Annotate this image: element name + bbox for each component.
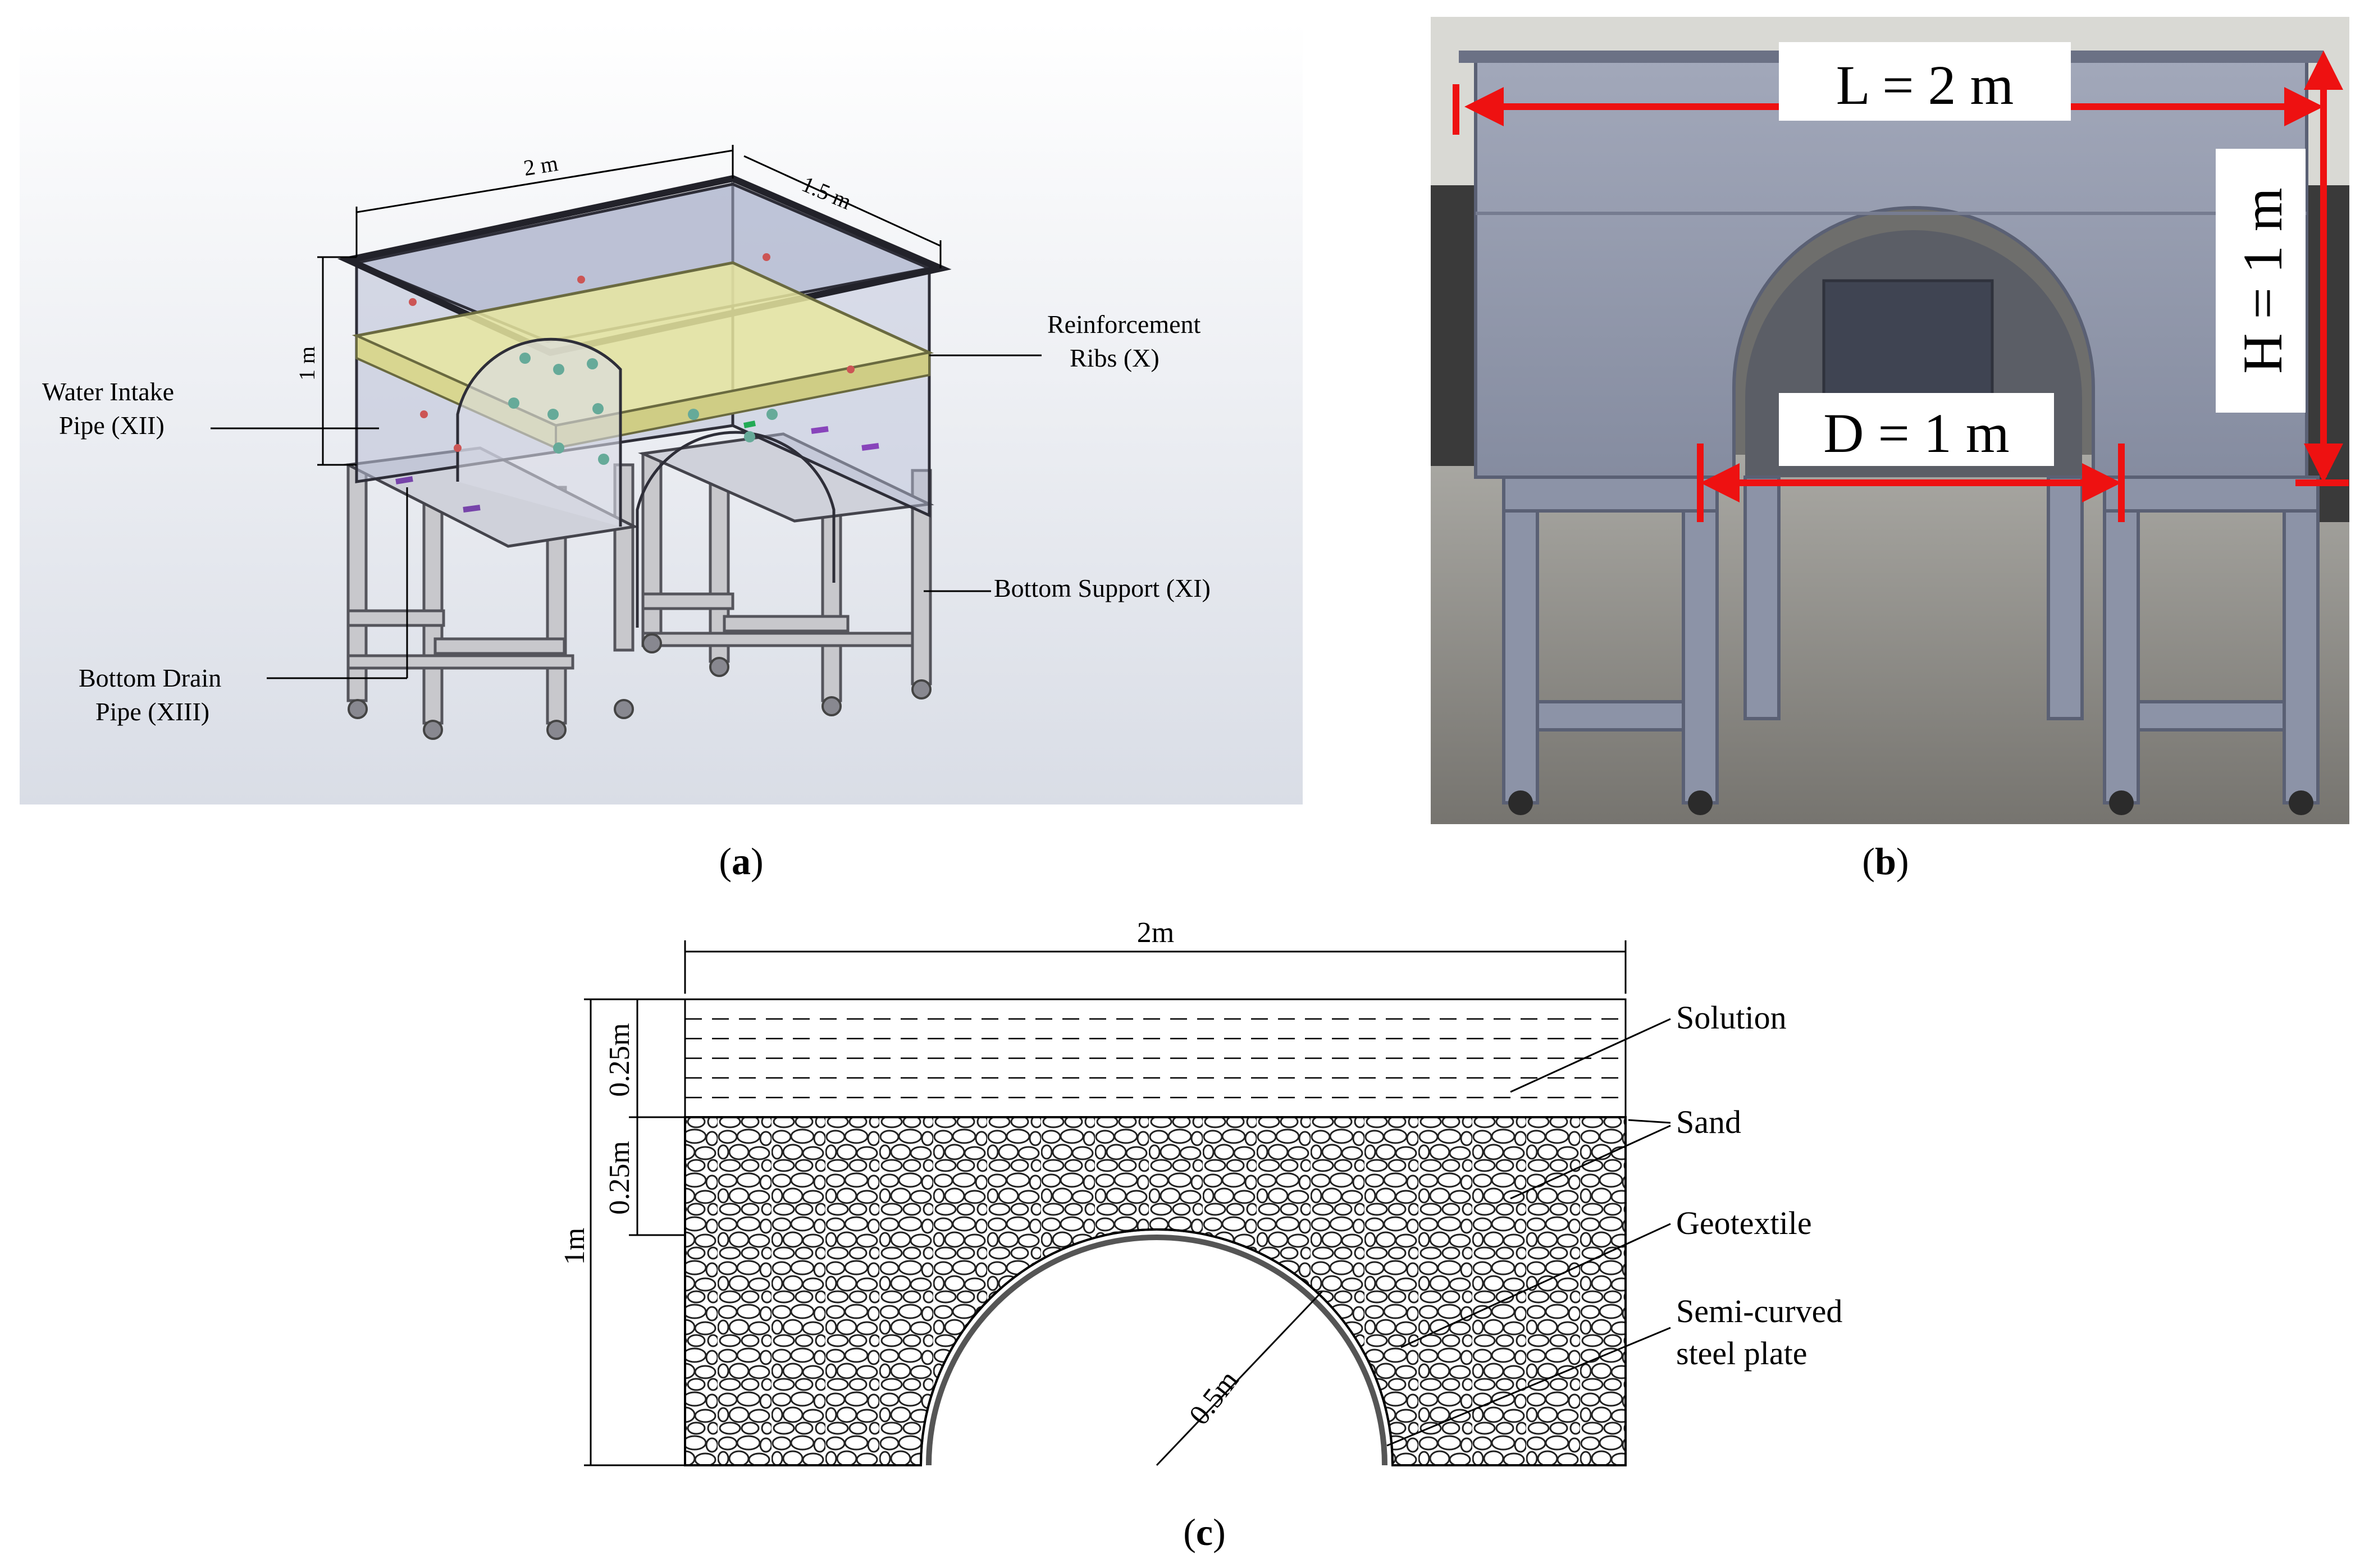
solution-depth-label: 0.25m [604,1023,636,1096]
section-width-label: 2m [1137,917,1174,949]
photo-floor [1431,455,2349,824]
solution-dashes [685,1018,1626,1099]
semi-curved-steel-plate [926,1235,1387,1466]
section-height-label: 1m [559,1228,591,1265]
section-dimension-lines [584,940,1627,1466]
tank-model-drawing: 2 m 1.5 m 1 m Reinforcement Ribs (X) Wat… [20,21,1303,804]
panel-b-photo: L = 2 m H = 1 m D = 1 m [1431,17,2349,824]
caption-a: (a) [719,840,764,883]
caption-b-letter: b [1875,840,1896,883]
label-plate-line1: Semi-curved [1676,1293,1842,1329]
model-dimension-lines [317,145,942,466]
geotextile-layer [920,1228,1394,1466]
height-label-box [2216,149,2306,413]
sand-layer [685,1117,1626,1465]
label-drain-line2: Pipe (XIII) [95,697,209,726]
tank-photo: L = 2 m H = 1 m D = 1 m [1431,17,2349,824]
label-ribs-line2: Ribs (X) [1070,344,1160,372]
label-geotextile: Geotextile [1676,1205,1812,1241]
label-support: Bottom Support (XI) [994,574,1211,602]
panel-c-section: 2m 1m 0.25m 0.25m 0.5m Solution Sand Geo… [556,909,1904,1482]
height-label: H = 1 m [2231,188,2294,373]
label-intake-line2: Pipe (XII) [59,411,165,440]
label-solution: Solution [1676,999,1787,1036]
dim-length-label: 2 m [522,150,559,181]
length-label-box [1779,42,2071,121]
label-plate-line2: steel plate [1676,1335,1807,1372]
tank-arch [456,337,622,527]
label-sand: Sand [1676,1104,1741,1140]
pipes [395,420,879,513]
caster-wheels [348,633,932,740]
sensor-markers [508,353,778,465]
label-intake-line1: Water Intake [42,377,174,406]
section-leader-lines [1386,1018,1671,1447]
photo-tank-body [1474,54,2308,479]
leader-lines [211,354,1042,679]
radius-label: 0.5m [1183,1365,1245,1431]
caption-b: (b) [1862,840,1909,883]
caption-c-letter: c [1195,1511,1213,1553]
caption-a-letter: a [732,840,751,883]
photo-wheels [1508,790,2313,815]
label-ribs-line1: Reinforcement [1047,310,1201,339]
length-label: L = 2 m [1836,54,2014,116]
caption-c: (c) [1183,1511,1226,1553]
panel-a-model: 2 m 1.5 m 1 m Reinforcement Ribs (X) Wat… [20,21,1303,804]
sand-depth-label: 0.25m [604,1141,636,1214]
diameter-label: D = 1 m [1823,402,2009,464]
dim-height-label: 1 m [294,346,319,381]
cross-section-drawing: 2m 1m 0.25m 0.25m 0.5m Solution Sand Geo… [559,917,1842,1466]
label-drain-line1: Bottom Drain [79,664,221,692]
diameter-label-box [1779,393,2054,466]
photo-back-panel [1822,279,1994,412]
intake-ports [409,253,855,452]
photo-support-legs [1502,476,2320,804]
